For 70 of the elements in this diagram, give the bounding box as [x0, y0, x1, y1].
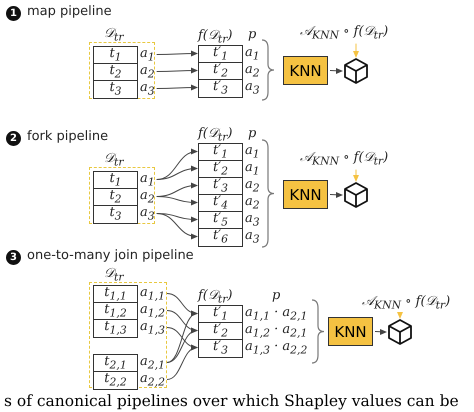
arrow [156, 68, 198, 74]
annotation-label: a$_{2,2}$ [140, 371, 165, 389]
annotation-label: a$_{1,1}$ [140, 285, 165, 303]
arrow [330, 68, 343, 74]
table-cell: t′$_{3}$ [198, 79, 243, 98]
section-title: fork pipeline [27, 129, 108, 144]
number-badge: 2 [6, 131, 21, 146]
arrow [156, 196, 198, 206]
annotation-label: a$_{1}$ [245, 160, 260, 178]
section-title: map pipeline [27, 4, 112, 19]
formula-label: 𝒜$_{KNN}$ ∘ f(𝒟$_{tr}$) [362, 294, 450, 312]
arrow [156, 50, 198, 57]
table-cell: t′$_{3}$ [198, 339, 243, 358]
arrow [353, 43, 359, 58]
annotation-label: a$_{1,2}$ · a$_{2,1}$ [245, 322, 308, 340]
number-badge: 3 [6, 250, 21, 265]
arrow [374, 328, 387, 335]
annotation-label: a$_{3}$ [245, 228, 260, 246]
arrow [330, 192, 343, 198]
table-heading: f(𝒟$_{tr}$) [198, 28, 232, 46]
arrow [156, 213, 198, 239]
column-label: p [248, 126, 256, 141]
cube-icon [343, 58, 369, 84]
annotation-label: a$_{1,3}$ [140, 319, 165, 337]
formula-label: 𝒜$_{KNN}$ ∘ f(𝒟$_{tr}$) [300, 24, 388, 42]
table-heading: 𝒟$_{tr}$ [104, 26, 124, 44]
annotation-label: a$_{1,2}$ [140, 302, 165, 320]
arrow [166, 346, 198, 380]
column-label: p [248, 27, 256, 42]
arrow [166, 312, 198, 363]
number-badge: 1 [6, 6, 21, 21]
table-cell: t$_{3}$ [93, 80, 138, 98]
table-cell: t$_{1,3}$ [93, 319, 138, 338]
caption-text: s of canonical pipelines over which Shapley values can be [4, 392, 459, 410]
annotation-label: a$_{1}$ [245, 45, 260, 63]
table-cell: t$_{3}$ [93, 205, 138, 224]
knn-box: KNN [328, 317, 373, 346]
table-heading: 𝒟$_{tr}$ [104, 266, 124, 284]
arrow [166, 328, 198, 363]
arrow [156, 84, 198, 91]
annotation-label: a$_{2}$ [140, 188, 155, 206]
table-cell: t′$_{6}$ [198, 228, 243, 246]
annotation-label: a$_{3}$ [140, 205, 155, 223]
arrow [397, 312, 403, 319]
annotation-label: a$_{3}$ [140, 80, 155, 98]
table-heading: 𝒟$_{tr}$ [104, 151, 124, 169]
annotation-label: a$_{2}$ [140, 63, 155, 81]
annotation-label: a$_{3}$ [245, 79, 260, 97]
annotation-label: a$_{2}$ [245, 177, 260, 195]
annotation-label: a$_{1}$ [140, 171, 155, 189]
annotation-label: a$_{1}$ [245, 143, 260, 161]
table-cell: t$_{2,2}$ [93, 371, 138, 390]
arrow [353, 169, 359, 182]
knn-box: KNN [283, 180, 328, 209]
annotation-label: a$_{3}$ [245, 211, 260, 229]
annotation-label: a$_{1,3}$ · a$_{2,2}$ [245, 339, 308, 357]
annotation-label: a$_{1}$ [140, 46, 155, 64]
section-title: one-to-many join pipeline [27, 248, 194, 263]
cube-icon [387, 319, 413, 345]
table-heading: f(𝒟$_{tr}$) [198, 126, 232, 144]
annotation-label: a$_{2}$ [245, 62, 260, 80]
table-heading: f(𝒟$_{tr}$) [198, 288, 232, 306]
annotation-label: a$_{2}$ [245, 194, 260, 212]
formula-label: 𝒜$_{KNN}$ ∘ f(𝒟$_{tr}$) [300, 150, 388, 168]
annotation-label: a$_{2,1}$ [140, 354, 165, 372]
arrow [156, 166, 198, 180]
annotation-label: a$_{1,1}$ · a$_{2,1}$ [245, 305, 308, 323]
column-label: p [272, 288, 280, 303]
knn-box: KNN [283, 56, 328, 85]
cube-icon [343, 182, 369, 208]
